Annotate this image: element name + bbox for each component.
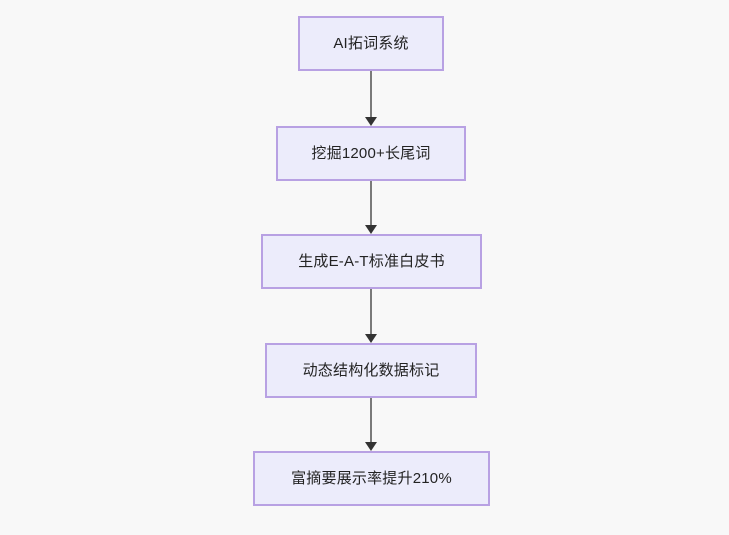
flow-node-rich-snippet-rate-increase[interactable]: 富摘要展示率提升210%: [253, 451, 490, 506]
arrowhead-icon: [365, 334, 377, 343]
connector-line: [370, 398, 372, 443]
connector-line: [370, 289, 372, 335]
flow-node-label: 动态结构化数据标记: [302, 362, 440, 379]
flow-node-label: 挖掘1200+长尾词: [311, 145, 431, 162]
flow-node-label: 生成E-A-T标准白皮书: [298, 253, 445, 270]
connector-node2-node3: [365, 181, 377, 234]
flow-node-ai-keyword-system[interactable]: AI拓词系统: [298, 16, 444, 71]
arrowhead-icon: [365, 117, 377, 126]
arrowhead-icon: [365, 442, 377, 451]
connector-node4-node5: [365, 398, 377, 451]
connector-node3-node4: [365, 289, 377, 343]
connector-node1-node2: [365, 71, 377, 126]
flow-node-dynamic-structured-data-markup[interactable]: 动态结构化数据标记: [265, 343, 477, 398]
flow-node-generate-eat-whitepaper[interactable]: 生成E-A-T标准白皮书: [261, 234, 482, 289]
flow-node-label: AI拓词系统: [333, 35, 409, 52]
connector-line: [370, 71, 372, 118]
connector-line: [370, 181, 372, 226]
flow-node-label: 富摘要展示率提升210%: [291, 470, 452, 487]
arrowhead-icon: [365, 225, 377, 234]
flow-node-mine-longtail-keywords[interactable]: 挖掘1200+长尾词: [276, 126, 466, 181]
